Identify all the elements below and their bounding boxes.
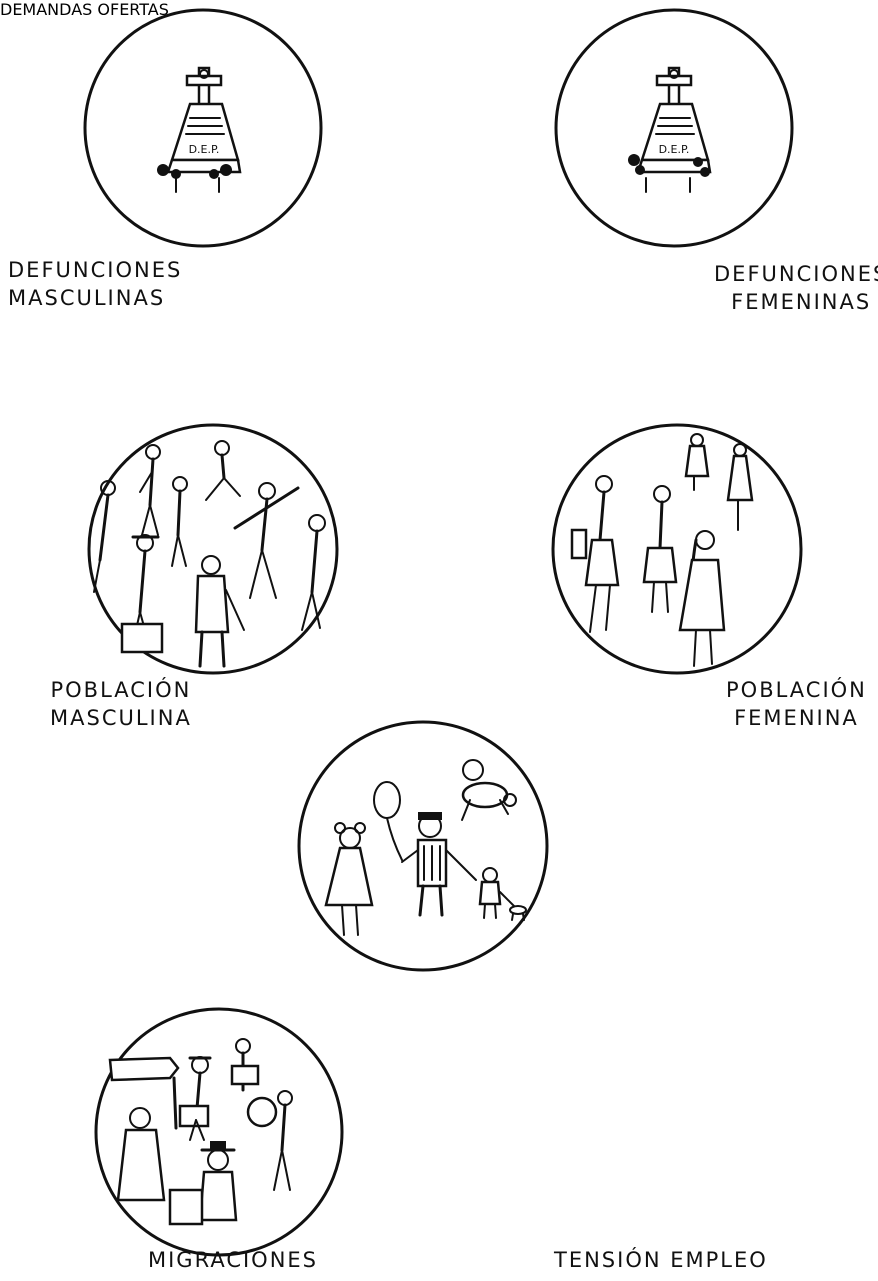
node-male-deaths: D.E.P. xyxy=(83,8,323,248)
women-crowd-icon xyxy=(570,433,754,667)
label-female-deaths-line2: FEMENINAS xyxy=(731,290,872,314)
tombstone-inscription: D.E.P. xyxy=(659,143,690,156)
label-female-population: POBLACIÓN FEMENINA xyxy=(726,676,867,732)
label-female-population-line1: POBLACIÓN xyxy=(726,678,867,702)
tombstone-inscription: D.E.P. xyxy=(189,143,220,156)
node-migrations xyxy=(94,1007,344,1257)
children-icon xyxy=(324,759,527,936)
label-migrations: MIGRACIONES xyxy=(148,1248,319,1272)
label-male-population: POBLACIÓN MASCULINA xyxy=(50,676,192,732)
label-male-deaths: DEFUNCIONES MASCULINAS xyxy=(8,256,182,312)
migrants-icon xyxy=(108,1038,293,1226)
node-female-population xyxy=(551,423,803,675)
label-employment-tension: TENSIÓN EMPLEO xyxy=(554,1248,768,1272)
node-employment-tension: DEMANDAS OFERTAS xyxy=(0,0,169,19)
node-male-population xyxy=(87,423,339,675)
label-female-deaths: DEFUNCIONES FEMENINAS xyxy=(714,260,878,316)
label-male-population-line2: MASCULINA xyxy=(50,706,192,730)
tombstone-icon: D.E.P. xyxy=(157,66,242,193)
offer-label: OFERTAS xyxy=(97,0,169,19)
label-male-deaths-line2: MASCULINAS xyxy=(8,286,166,310)
label-male-population-line1: POBLACIÓN xyxy=(50,678,192,702)
label-male-deaths-line1: DEFUNCIONES xyxy=(8,258,183,282)
node-children xyxy=(297,720,549,972)
label-female-deaths-line1: DEFUNCIONES xyxy=(714,262,878,286)
tombstone-icon: D.E.P. xyxy=(628,66,712,193)
ballot-box-icon: DEMANDAS OFERTAS xyxy=(0,0,169,19)
men-crowd-icon xyxy=(93,440,326,668)
demand-label: DEMANDAS xyxy=(0,0,93,19)
label-female-population-line2: FEMENINA xyxy=(734,706,859,730)
node-female-deaths: D.E.P. xyxy=(554,8,794,248)
